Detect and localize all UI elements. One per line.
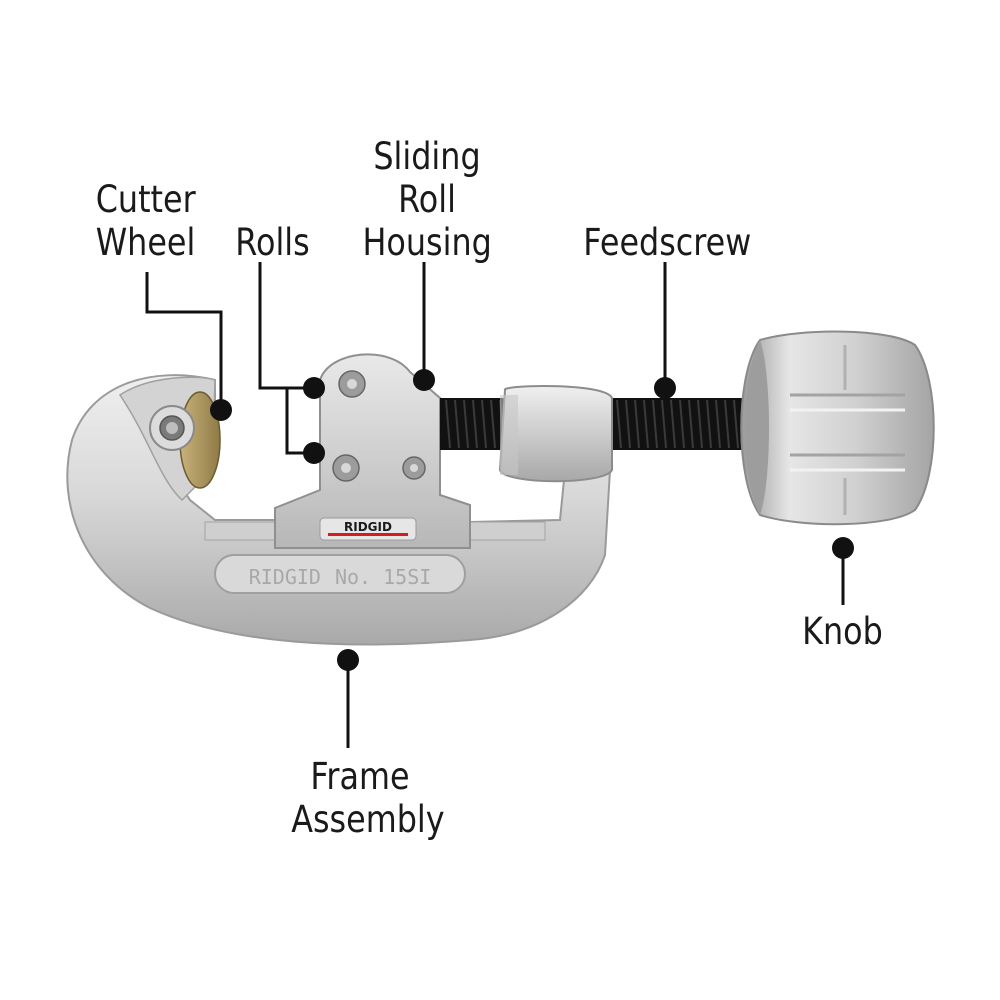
label-feedscrew: Feedscrew [583,221,752,264]
feedscrew-thread [616,399,622,449]
sliding-roll-housing [274,353,471,549]
label-sliding-roll-housing-line3: Housing [362,221,492,264]
feedscrew-thread [688,399,694,449]
feedscrew-thread [625,399,631,449]
leader-cutter-wheel [145,272,223,408]
feedscrew-thread [481,399,487,449]
label-cutter-wheel: Cutter Wheel [95,178,196,264]
feedscrew-thread [472,399,478,449]
feedscrew-thread [679,399,685,449]
nameplate-brand: RIDGID [249,565,321,589]
feedscrew-thread [661,399,667,449]
feedscrew-thread [715,399,721,449]
label-rolls-line1: Rolls [235,221,310,264]
label-frame-assembly: Frame Assembly [291,755,445,841]
feedscrew-thread [733,399,739,449]
feedscrew-thread [724,399,730,449]
feedscrew-thread [634,399,640,449]
label-frame-assembly-line1: Frame [310,755,410,798]
feedscrew-thread [697,399,703,449]
leader-dots [210,369,854,671]
feedscrew-thread [490,399,496,449]
feedscrew-thread [670,399,676,449]
cutter-wheel [149,391,221,489]
leader-rolls [258,262,314,455]
nameplate [214,554,466,594]
feedscrew-thread [652,399,658,449]
feedscrew-thread [463,399,469,449]
label-sliding-roll-housing-line1: Sliding [373,135,481,178]
label-rolls: Rolls [232,221,314,264]
label-feedscrew-line1: Feedscrew [583,221,752,264]
label-knob: Knob [797,610,887,653]
feedscrew-thread [706,399,712,449]
housing-logo: RIDGID [344,520,392,534]
nameplate-model: No. 15SI [335,565,431,589]
nameplate-text: RIDGID No. 15SI [249,565,432,589]
frame-screw-boss [498,385,613,483]
feedscrew-thread [454,399,460,449]
label-sliding-roll-housing: Sliding Roll Housing [363,135,492,264]
label-cutter-wheel-line2: Wheel [95,221,196,264]
leader-lines [145,262,845,748]
label-knob-line1: Knob [802,610,883,653]
feedscrew-thread [445,399,451,449]
label-cutter-wheel-line1: Cutter [95,178,196,221]
label-frame-assembly-line2: Assembly [291,798,445,841]
label-sliding-roll-housing-line2: Roll [398,178,456,221]
knob [740,330,935,526]
feedscrew-thread [643,399,649,449]
